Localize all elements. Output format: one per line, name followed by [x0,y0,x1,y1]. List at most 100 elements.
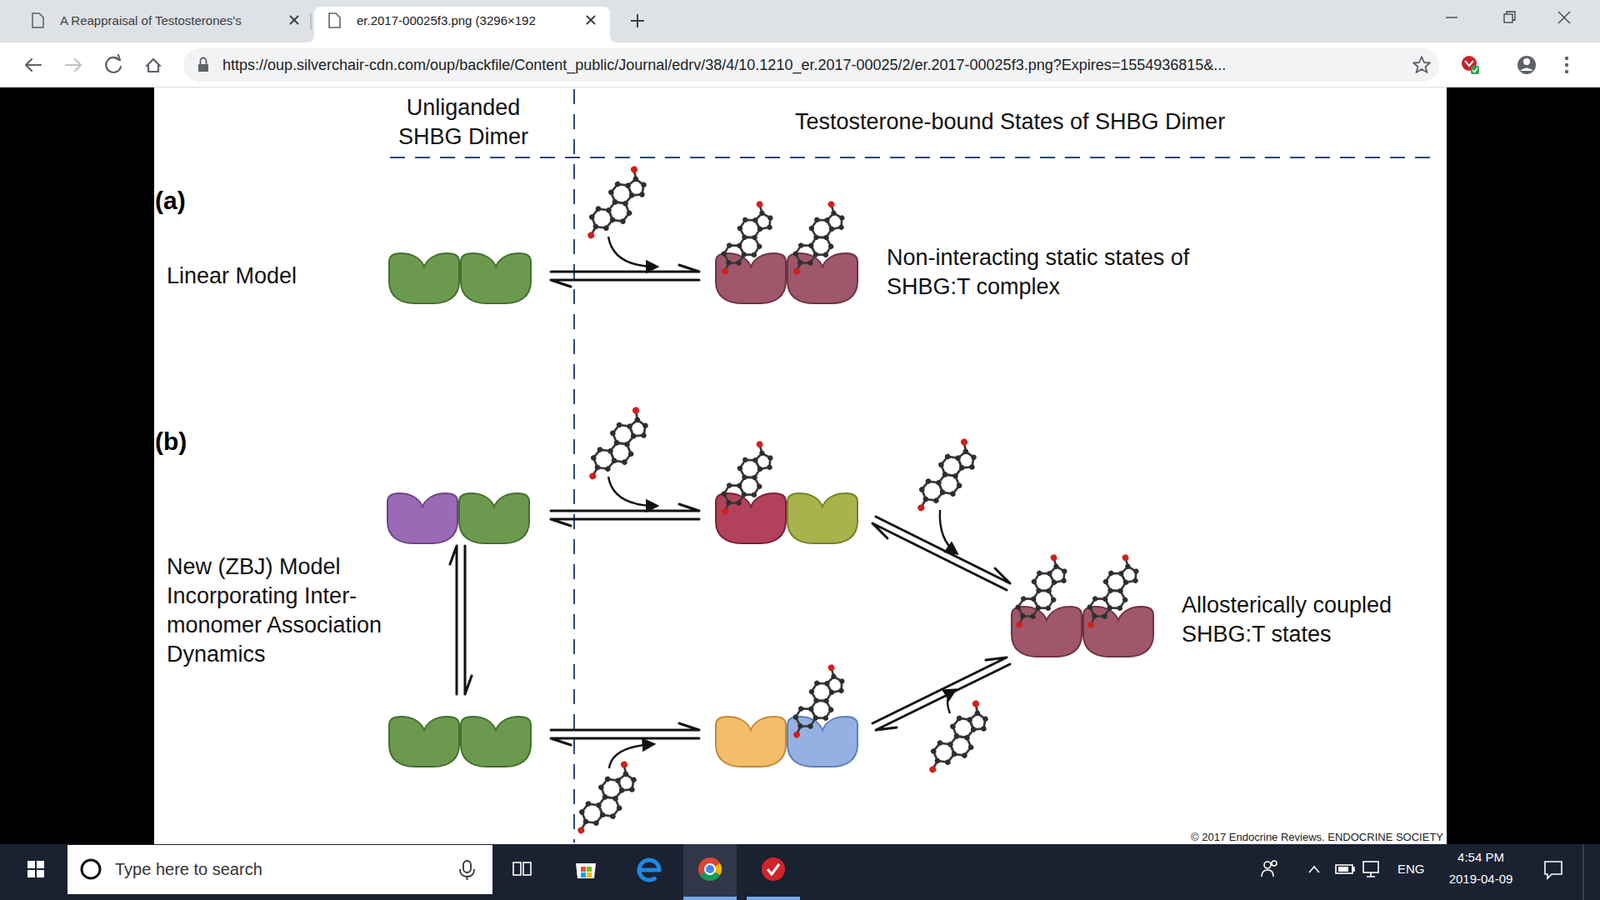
tab-bar-part [310,13,312,30]
equilibrium-arrow-part [465,545,472,695]
taskbar-part [460,869,475,880]
taskbar-part-part [1264,861,1271,869]
lock-icon [198,58,209,73]
testosterone-molecule-part [900,436,988,512]
model-name: Linear Model [166,261,297,291]
model-name: New (ZBJ) Model Incorporating Inter-mono… [166,552,417,670]
taskbar-part [746,896,800,900]
toolbar-part [1520,68,1534,72]
copyright-note: © 2017 Endocrine Reviews. ENDOCRINE SOCI… [1190,830,1444,845]
testosterone-molecule-part [772,199,859,276]
dashed-divider [390,89,1431,843]
toolbar-part [1565,56,1569,60]
equilibrium-arrow-part [550,504,700,511]
equilibrium-arrow-part [872,657,1007,724]
shbg-dimer-part [459,493,530,544]
taskbar-part-part [27,860,35,869]
taskbar-part [580,872,586,878]
equilibrium-arrow [450,265,1010,745]
image-canvas [154,87,1447,845]
binding-arrow-part [608,236,657,267]
shbg-dimer [387,253,1154,767]
toolbar-part [1565,63,1569,67]
toolbar-part-part [25,59,41,71]
toolbar-part [183,48,1440,82]
tab-bar-part-part [1558,11,1570,24]
binding-arrow [608,236,957,769]
taskbar [0,844,1600,900]
address-url: https://oup.silverchair-cdn.com/oup/back… [222,55,1226,75]
taskbar-part [683,896,737,900]
state-note: Non-interacting static states of SHBG:T … [886,243,1279,302]
taskbar-part [463,860,471,873]
clock-time: 4:54 PM [1457,850,1505,865]
testosterone-molecule-part [1066,552,1153,630]
tab-bar-part-part [586,15,595,25]
taskbar-part [767,864,780,875]
taskbar-part [27,860,45,878]
shbg-dimer-part [715,493,786,544]
panel-letter: (a) [155,185,186,217]
toolbar-part [1517,55,1536,75]
lock-icon-part [200,58,207,65]
equilibrium-arrow-part [550,265,700,272]
taskbar-part [1338,866,1349,872]
panel-letter: (b) [155,425,187,458]
toolbar-part [0,86,1600,88]
taskbar-part [639,860,660,880]
taskbar-part [586,872,592,878]
toolbar-part [1413,56,1430,73]
tab-bar-part [306,6,618,43]
equilibrium-arrow-part [450,545,457,695]
equilibrium-arrow-part [875,664,1010,730]
tab-bar-part-part [1506,11,1515,20]
equilibrium-arrow-part [872,523,1007,590]
shbg-dimer-part [787,493,858,544]
toolbar-part [1470,65,1480,75]
taskbar-part-part [36,870,45,878]
tab-bar-part-part [586,15,595,25]
shbg-dimer-part [715,716,786,767]
toolbar-part [25,55,160,73]
tab-bar-part-part [329,13,340,28]
taskbar-part [575,863,596,879]
tab-bar-part-part [290,15,299,25]
toolbar-part-part [65,59,81,71]
tab-bar-part-part [290,15,299,25]
toolbar-part [1565,70,1569,74]
tab-bar-part [0,0,1600,43]
taskbar-part [761,857,785,881]
taskbar-part-part [523,862,531,875]
taskbar-part-part [1352,867,1355,871]
shbg-dimer-part [460,716,531,767]
toolbar-part [0,42,1600,88]
shbg-dimer-part [387,493,458,544]
tab-bar-part-part [1445,16,1458,18]
shbg-dimer-part [389,253,460,304]
state-note: Allosterically coupled SHBG:T states [1181,590,1457,650]
testosterone-molecule-part [570,164,658,240]
taskbar-part-part [1309,866,1320,873]
shbg-dimer-part [787,253,858,304]
testosterone-molecule-part [700,199,787,276]
tab-bar-part-part [1504,14,1513,23]
taskbar-part [683,844,737,900]
taskbar-part-part [1366,872,1375,877]
equilibrium-arrow-part [550,519,700,526]
binding-arrow-part [608,476,657,506]
shbg-dimer-part [787,716,858,767]
taskbar-part [1261,860,1562,879]
tab-bar-part-part [1558,11,1570,24]
equilibrium-arrow-part [875,516,1010,584]
taskbar-part [513,862,531,875]
taskbar-part [586,866,592,872]
testosterone-molecule-part [911,698,1000,774]
tab-title: A Reappraisal of Testosterones's [60,12,242,30]
taskbar-part [81,860,100,879]
language-indicator: ENG [1397,861,1425,877]
taskbar-part-part [1545,861,1562,879]
testosterone-molecule-part [560,759,648,835]
taskbar-part-part [1335,865,1353,874]
